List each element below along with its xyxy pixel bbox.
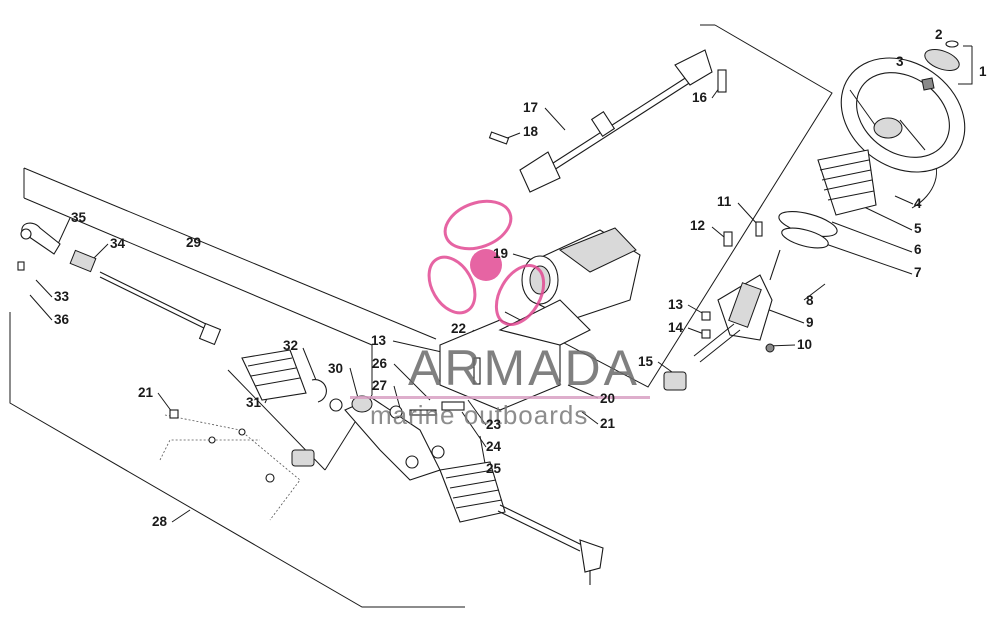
callout-21a: 21 xyxy=(600,416,616,431)
callout-11: 11 xyxy=(717,194,732,209)
callout-31: 31 xyxy=(246,395,262,410)
callout-5: 5 xyxy=(914,221,922,236)
callout-29: 29 xyxy=(186,235,201,250)
steering-wheel-cap xyxy=(921,40,960,91)
watermark-divider xyxy=(350,396,650,399)
rack-boot xyxy=(241,349,437,419)
column-boot xyxy=(778,149,877,249)
callout-30: 30 xyxy=(328,361,343,376)
callout-34: 34 xyxy=(110,236,126,251)
callout-22: 22 xyxy=(451,321,466,336)
callout-3: 3 xyxy=(896,54,904,69)
callout-16: 16 xyxy=(692,90,708,105)
power-steering-motor xyxy=(521,227,641,321)
steering-column xyxy=(693,221,781,363)
callout-23: 23 xyxy=(486,417,502,432)
callout-labels: 1234567891011121314151617181913222627302… xyxy=(54,27,987,529)
intermediate-shaft xyxy=(488,49,727,193)
callout-21b: 21 xyxy=(138,385,154,400)
callout-14: 14 xyxy=(668,320,684,335)
callout-1: 1 xyxy=(979,64,987,79)
callout-25: 25 xyxy=(486,461,502,476)
callout-28: 28 xyxy=(152,514,168,529)
propeller-logo-icon xyxy=(427,199,546,326)
armada-watermark: ARMADA marine outboards xyxy=(350,199,650,430)
steering-wheel xyxy=(840,57,966,173)
callout-33: 33 xyxy=(54,289,70,304)
mounting-bracket xyxy=(439,299,591,411)
leader-lines xyxy=(29,83,938,523)
tie-rod-assembly xyxy=(17,222,222,346)
callout-35: 35 xyxy=(71,210,87,225)
watermark-brand: ARMADA xyxy=(408,340,640,396)
callout-17: 17 xyxy=(523,100,538,115)
callout-4: 4 xyxy=(914,196,922,211)
callout-27: 27 xyxy=(372,378,387,393)
callout-15: 15 xyxy=(638,354,654,369)
column-bushing xyxy=(663,371,687,391)
callout-13a: 13 xyxy=(668,297,684,312)
steering-rack xyxy=(344,395,604,585)
callout-26: 26 xyxy=(372,356,388,371)
watermark-tagline: marine outboards xyxy=(370,400,588,430)
callout-12: 12 xyxy=(690,218,705,233)
callout-36: 36 xyxy=(54,312,70,327)
callout-8: 8 xyxy=(806,293,814,308)
callout-9: 9 xyxy=(806,315,814,330)
callout-6: 6 xyxy=(914,242,922,257)
callout-2: 2 xyxy=(935,27,943,42)
callout-7: 7 xyxy=(914,265,922,280)
callout-20: 20 xyxy=(600,391,615,406)
assembly-brackets xyxy=(9,24,973,608)
callout-18: 18 xyxy=(523,124,539,139)
callout-13b: 13 xyxy=(371,333,387,348)
callout-19: 19 xyxy=(493,246,508,261)
callout-24: 24 xyxy=(486,439,502,454)
callout-32: 32 xyxy=(283,338,298,353)
callout-10: 10 xyxy=(797,337,812,352)
chassis-outline xyxy=(159,409,315,521)
